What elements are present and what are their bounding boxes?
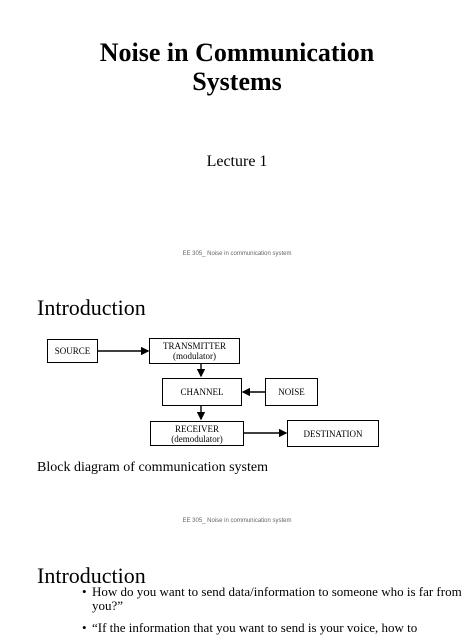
transmitter-block: TRANSMITTER (modulator) xyxy=(149,338,240,364)
destination-label: DESTINATION xyxy=(303,428,363,439)
bullet-list: • How do you want to send data/informati… xyxy=(82,585,462,643)
bullet-item-2: • “If the information that you want to s… xyxy=(82,621,462,635)
source-label: SOURCE xyxy=(54,346,91,356)
receiver-label: RECEIVER xyxy=(175,423,219,434)
slide3-heading: Introduction xyxy=(37,563,146,588)
noise-block: NOISE xyxy=(265,378,318,406)
transmitter-label: TRANSMITTER xyxy=(163,341,226,351)
transmitter-sublabel: (modulator) xyxy=(173,351,216,361)
slide1-subtitle: Lecture 1 xyxy=(206,153,268,170)
slide2-footer: EE 305_ Noise in communication system xyxy=(182,518,292,524)
slide1-title: Noise in Communication Systems xyxy=(0,38,474,96)
bullet-text-1: How do you want to send data/information… xyxy=(92,584,462,613)
diagram-caption: Block diagram of communication system xyxy=(37,460,268,475)
noise-label: NOISE xyxy=(278,387,305,397)
source-block: SOURCE xyxy=(47,339,98,363)
channel-label: CHANNEL xyxy=(180,387,224,397)
bullet-icon: • xyxy=(82,620,87,635)
bullet-item-1: • How do you want to send data/informati… xyxy=(82,585,462,613)
title-line-1: Noise in Communication xyxy=(99,38,375,67)
title-line-2: Systems xyxy=(192,67,282,96)
receiver-block: RECEIVER (demodulator) xyxy=(150,421,244,446)
destination-block: DESTINATION xyxy=(287,420,379,447)
channel-block: CHANNEL xyxy=(162,378,242,406)
bullet-text-2: “If the information that you want to sen… xyxy=(92,620,418,635)
bullet-icon: • xyxy=(82,584,87,599)
slide1-footer: EE 305_ Noise in communication system xyxy=(182,251,292,257)
receiver-sublabel: (demodulator) xyxy=(171,433,223,444)
slide2-heading: Introduction xyxy=(37,295,146,320)
